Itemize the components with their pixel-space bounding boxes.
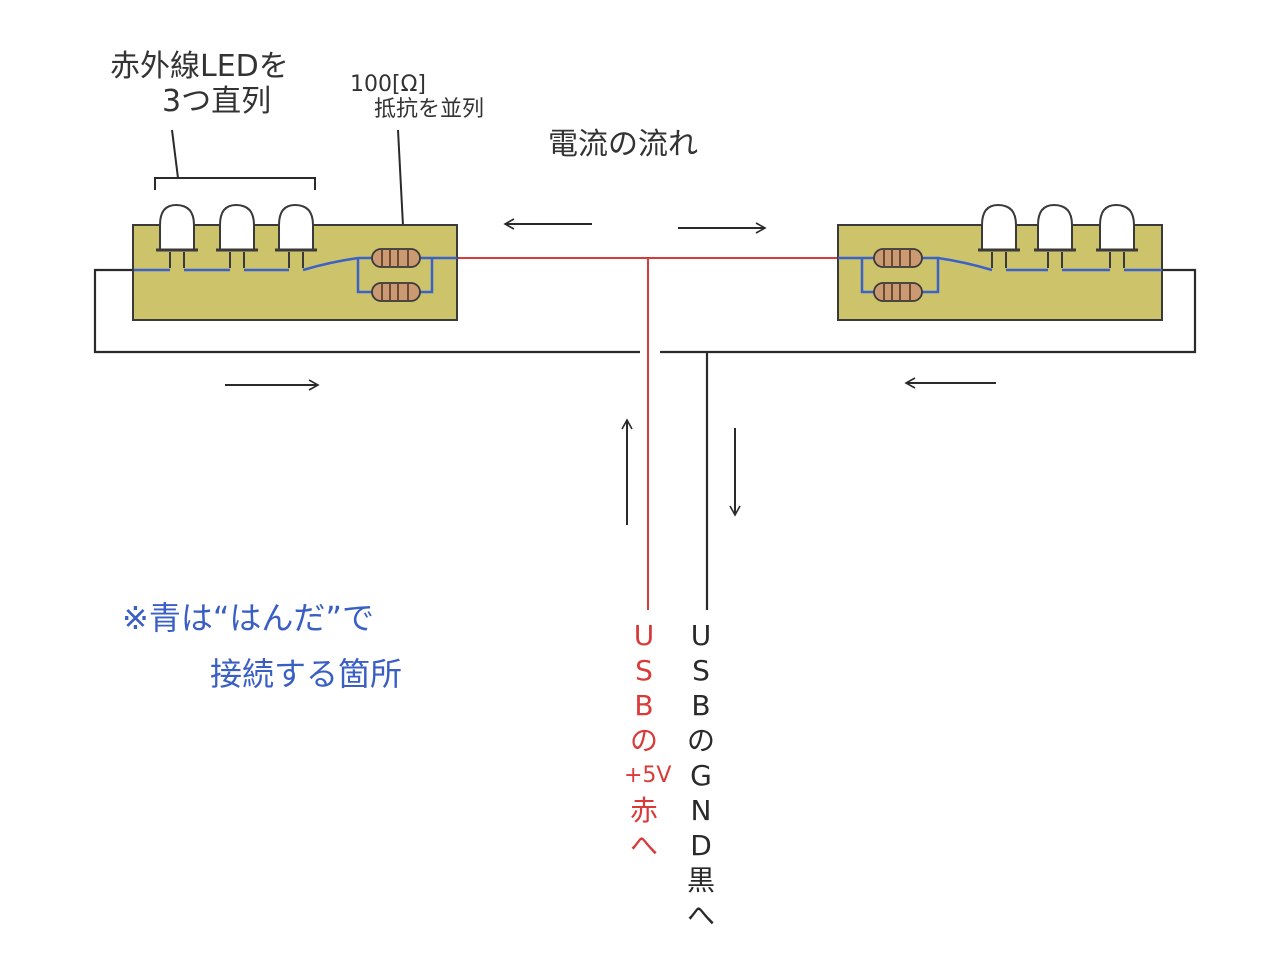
right-resistor-1-icon [873,248,923,268]
usb-gnd-char: S [692,654,710,687]
left-resistor-2-icon [371,282,421,302]
current-flow-label: 電流の流れ [548,127,698,162]
positive-wire [457,257,838,610]
resistor-note-line1: 100[Ω] [350,72,426,97]
led-note-line1: 赤外線LEDを [110,49,289,84]
led-series-note: 赤外線LEDを 3つ直列 [110,49,289,119]
usb-gnd-char: G [690,759,712,792]
usb-5v-char: S [635,654,653,687]
usb-gnd-char: D [690,829,712,862]
left-resistor-1-icon [371,248,421,268]
right-led-1-icon [978,203,1020,268]
usb-gnd-char: U [690,619,712,652]
usb-gnd-label: U S B の G N D 黒 へ [681,618,721,933]
right-solder-wires [838,256,1162,294]
right-led-3-icon [1096,203,1138,268]
usb-gnd-char: 黒 [686,864,715,897]
left-solder-wires [134,256,457,294]
usb-5v-char: B [634,689,654,722]
left-led-1-icon [156,203,198,268]
left-led-2-icon [216,203,258,268]
led-bracket [154,129,316,190]
usb-5v-char: 赤 [629,794,658,827]
led-note-line2: 3つ直列 [162,83,272,119]
usb-5v-label: U S B の +5V 赤 へ [624,618,672,863]
usb-gnd-char: N [690,794,712,827]
right-led-2-icon [1034,203,1076,268]
usb-gnd-char: の [686,724,715,757]
right-board [837,203,1163,321]
usb-gnd-char: へ [686,899,715,932]
right-resistor-2-icon [873,282,923,302]
usb-5v-char: の [629,724,658,757]
ground-loop-wire [93,268,1197,610]
solder-note-line2: 接続する箇所 [210,655,403,693]
usb-gnd-char: B [691,689,711,722]
left-board [132,203,458,321]
left-led-3-icon [275,203,317,268]
usb-5v-char: へ [629,829,658,862]
solder-note-line1: ※青は“はんだ”で [122,599,374,637]
usb-5v-char: U [633,619,655,652]
resistor-note-line2: 抵抗を並列 [374,97,485,123]
usb-5v-char: +5V [624,763,672,788]
resistor-parallel-note: 100[Ω] 抵抗を並列 [350,72,484,123]
